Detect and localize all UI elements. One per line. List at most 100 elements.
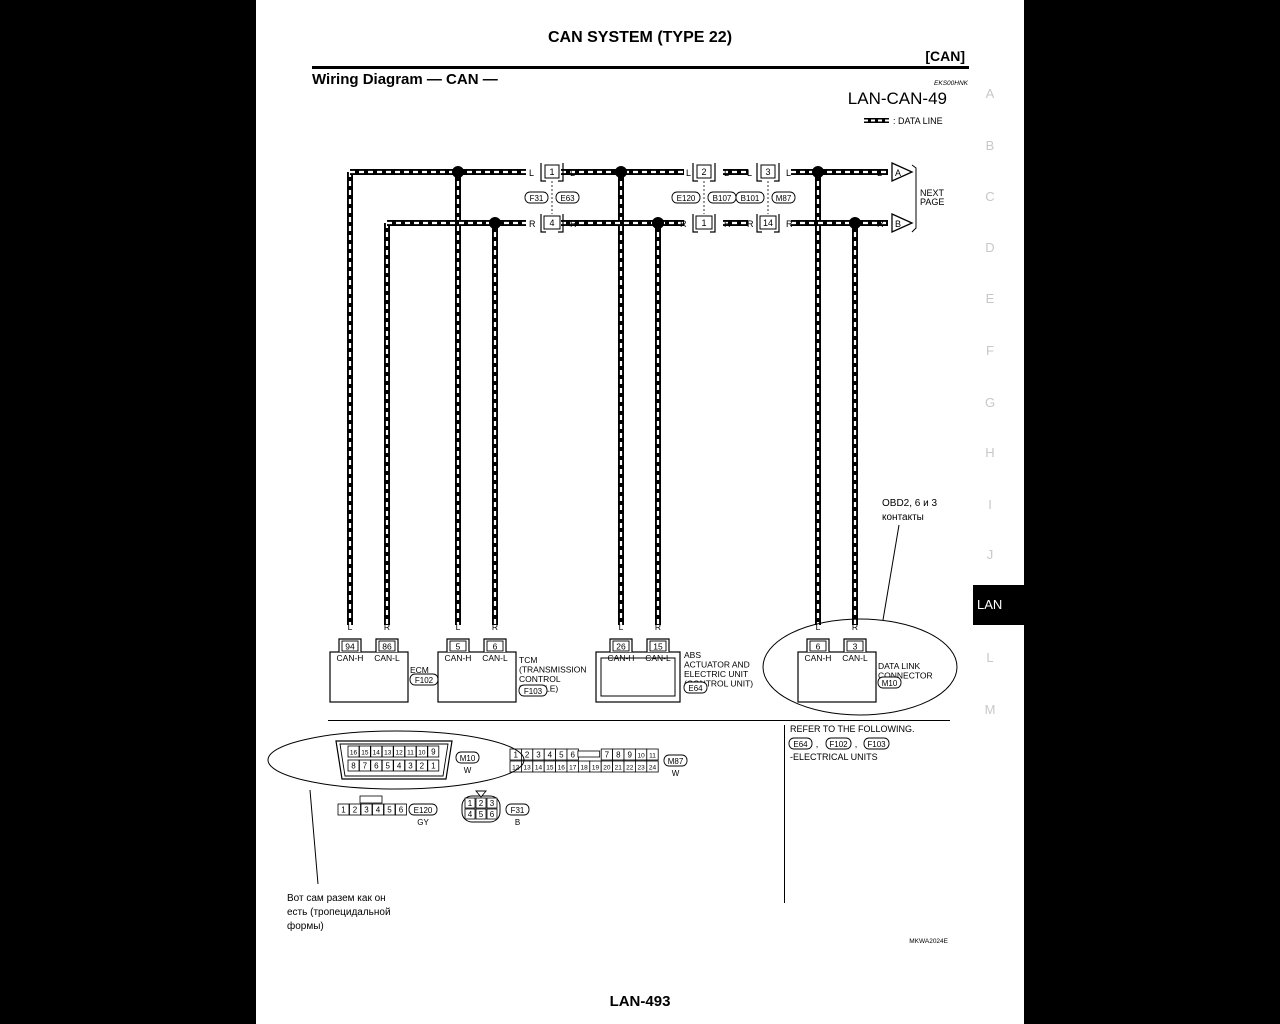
connector-view-pin: 23 [637, 765, 645, 772]
unit-pin-label: CAN-L [842, 653, 868, 663]
connector-view-pin: 5 [385, 762, 390, 771]
wire-label-R: R [570, 219, 577, 229]
connector-view-pin: 7 [363, 762, 368, 771]
section-index-sidebar: A B C D E F G H I J L M LAN [973, 0, 1024, 1024]
wire-color-label: R [852, 622, 858, 632]
section-link-g[interactable]: G [984, 395, 996, 410]
manual-page: CAN SYSTEM (TYPE 22) [CAN] Wiring Diagra… [256, 0, 1024, 1024]
section-link-m[interactable]: M [984, 702, 996, 717]
annotation-pointer [309, 789, 319, 885]
connector-code: E63 [560, 194, 575, 203]
splice-dot [652, 217, 664, 229]
connector-view-pin: 3 [490, 799, 495, 808]
wire-color-label: R [384, 622, 390, 632]
connector-view-code: M10 [460, 754, 476, 763]
section-link-j[interactable]: J [986, 547, 994, 562]
refer-suffix: -ELECTRICAL UNITS [790, 752, 878, 762]
connector-view-color: W [672, 769, 680, 778]
connector-pin: 3 [765, 167, 770, 177]
unit-pin-label: CAN-L [482, 653, 508, 663]
section-tab-active[interactable]: LAN [973, 585, 1024, 625]
wire-label-L: L [786, 168, 791, 178]
section-link-d[interactable]: D [985, 240, 995, 255]
connector-code: E120 [677, 194, 696, 203]
refer-code: F103 [867, 740, 886, 749]
next-page-label: PAGE [920, 197, 944, 207]
unit-pin: 86 [382, 642, 392, 652]
connector-view-color: B [515, 818, 520, 827]
connector-view-pin: 15 [361, 750, 369, 757]
wiring-diagram: CAN SYSTEM (TYPE 22) [CAN] Wiring Diagra… [267, 29, 969, 1010]
connector-view-color: GY [417, 818, 429, 827]
unit-pin: 26 [616, 642, 626, 652]
connector-view-pin: 24 [649, 765, 657, 772]
unit-label: (TRANSMISSION [519, 665, 587, 675]
connector-code: B101 [741, 194, 760, 203]
unit-pin-label: CAN-L [374, 653, 400, 663]
section-link-b[interactable]: B [985, 138, 995, 153]
section-tag: [CAN] [925, 48, 965, 64]
legend-label: : DATA LINE [893, 116, 943, 126]
unit-label: DATA LINK [878, 661, 921, 671]
connector-view-pin: 12 [395, 750, 403, 757]
wire-label-R: R [680, 219, 687, 229]
wire-label-L: L [724, 168, 729, 178]
connector-view-pin: 21 [615, 765, 623, 772]
unit-pin: 6 [493, 642, 498, 652]
doc-code: EKS00HNK [934, 80, 969, 87]
connector-view-pin: 9 [431, 748, 436, 757]
connector-view-pin: 10 [418, 750, 426, 757]
connector-view-pin: 6 [570, 751, 575, 760]
wire-label-L: L [747, 168, 752, 178]
wire-color-label: L [456, 622, 461, 632]
control-unit-tcm: 5CAN-HL6CAN-LRTCM(TRANSMISSIONCONTROLMOD… [437, 622, 587, 703]
connector-view-code: E120 [414, 806, 433, 815]
next-page-label: NEXT [920, 188, 945, 198]
wire-label-R: R [747, 219, 754, 229]
unit-pin-label: CAN-H [337, 653, 364, 663]
connector-view-code: M87 [668, 757, 684, 766]
connector-view-pin: 12 [512, 765, 520, 772]
unit-pin: 94 [345, 642, 355, 652]
connector-view-pin: 6 [399, 806, 404, 815]
wire-label-R: R [529, 219, 536, 229]
splice-dot [489, 217, 501, 229]
section-link-a[interactable]: A [985, 86, 995, 101]
connector-code: M87 [776, 194, 792, 203]
unit-connector-code: E64 [688, 684, 703, 693]
diagram-heading: Wiring Diagram — CAN — [312, 71, 498, 88]
connector-pin: 4 [549, 218, 554, 228]
connector-view-pin: 13 [523, 765, 531, 772]
section-link-e[interactable]: E [985, 291, 995, 306]
connector-view-pin: 15 [546, 765, 554, 772]
inline-connector: 1 [692, 214, 716, 233]
connector-view-pin: 6 [374, 762, 379, 771]
refer-separator: , [855, 739, 858, 749]
section-link-l[interactable]: L [986, 650, 994, 665]
unit-connector-code: M10 [882, 679, 898, 688]
section-link-c[interactable]: C [985, 189, 995, 204]
section-link-h[interactable]: H [985, 445, 995, 460]
connector-view-pin: 8 [351, 762, 356, 771]
figure-code: MKWA2024E [909, 938, 948, 945]
annotation-pointer [882, 524, 900, 621]
annotation-connector: есть (тропецидальной [287, 907, 391, 918]
wire-color-label: L [348, 622, 353, 632]
section-link-f[interactable]: F [986, 343, 994, 358]
arrow-label-b: B [895, 219, 901, 229]
unit-label: CONTROL [519, 674, 561, 684]
splice-dot [849, 217, 861, 229]
refer-code: E64 [793, 740, 808, 749]
connector-view-pin: 5 [387, 806, 392, 815]
section-link-i[interactable]: I [988, 497, 992, 512]
connector-view-pin: 2 [420, 762, 425, 771]
